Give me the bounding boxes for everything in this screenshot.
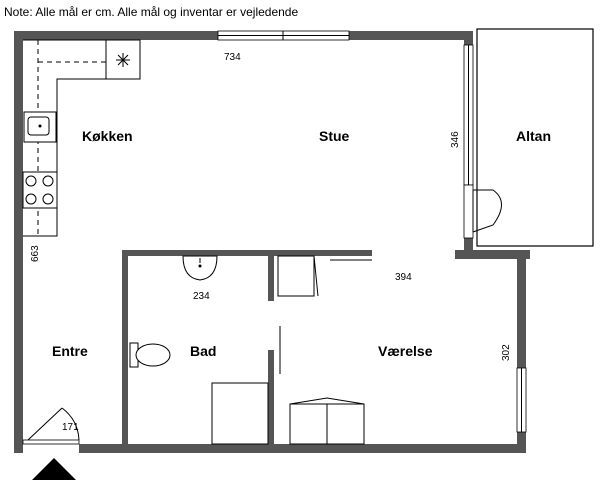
extractor-fan-icon — [116, 53, 130, 67]
balcony-door — [463, 184, 502, 239]
outer-walls — [14, 31, 530, 453]
room-label-bath: Bad — [190, 343, 216, 359]
room-label-balcony: Altan — [516, 128, 551, 144]
bedroom-closet — [289, 397, 365, 445]
inner-walls — [122, 250, 372, 445]
room-label-living: Stue — [319, 128, 350, 144]
plan-note: Note: Alle mål er cm. Alle mål og invent… — [4, 5, 299, 19]
room-label-bedroom: Værelse — [378, 343, 433, 359]
dimension-left-height: 663 — [30, 245, 41, 262]
window-bedroom — [516, 367, 527, 433]
dimension-bath-width: 234 — [193, 291, 210, 302]
room-label-entrance: Entre — [52, 343, 88, 359]
window-top — [217, 30, 350, 41]
washbasin-icon — [182, 255, 218, 281]
stove-icon — [22, 171, 58, 209]
window-right — [463, 44, 474, 186]
dimension-top-width: 734 — [224, 52, 241, 63]
balcony-outline — [476, 28, 594, 247]
dimension-bedroom-height: 302 — [501, 344, 512, 361]
entrance-door — [22, 407, 80, 445]
bedroom-wardrobe — [277, 255, 372, 297]
sink-icon — [23, 111, 57, 143]
bath-cabinet — [211, 382, 269, 445]
dimension-bedroom-width: 394 — [395, 272, 412, 283]
entrance-arrow-icon — [32, 458, 76, 480]
room-label-kitchen: Køkken — [82, 128, 133, 144]
dimension-door-width: 171 — [62, 422, 79, 433]
dimension-window-height: 346 — [450, 131, 461, 148]
toilet-icon — [129, 342, 171, 368]
